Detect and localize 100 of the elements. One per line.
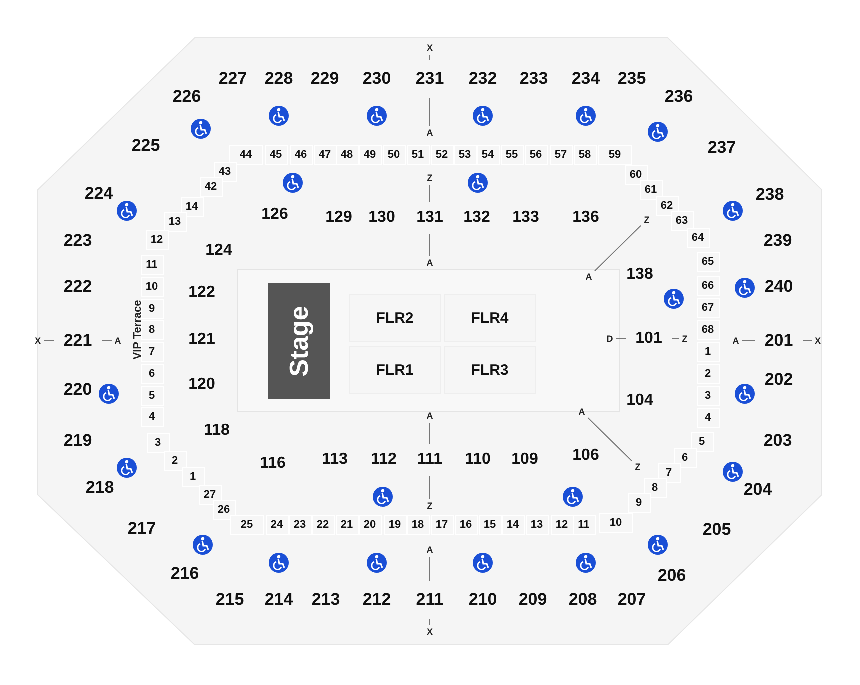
suite-box: 47 — [314, 145, 336, 165]
lower-section: 124 — [197, 236, 241, 266]
suite-box: 44 — [229, 145, 263, 165]
aisle-line — [594, 225, 642, 272]
suite-box: 59 — [598, 145, 632, 165]
lower-section: 130 — [360, 203, 404, 233]
suite-box: 19 — [384, 515, 406, 535]
lower-section: 138 — [618, 260, 662, 290]
upper-section: 226 — [164, 79, 210, 115]
lower-section: 112 — [362, 445, 406, 475]
suite-box: 53 — [454, 145, 476, 165]
aisle-line — [672, 338, 680, 340]
upper-section: 237 — [699, 130, 745, 166]
aisle-letter: Z — [425, 500, 435, 512]
upper-section: 225 — [123, 128, 169, 164]
upper-section: 218 — [77, 470, 123, 506]
upper-section: 209 — [510, 582, 556, 618]
upper-section: 235 — [609, 61, 655, 97]
floor-section: FLR4 — [444, 294, 536, 342]
aisle-letter: A — [425, 544, 435, 556]
suite-box: 56 — [524, 145, 548, 165]
suite-box: 7 — [140, 342, 164, 362]
upper-section: 208 — [560, 582, 606, 618]
lower-section: 109 — [503, 445, 547, 475]
aisle-letter: Z — [425, 172, 435, 184]
lower-section: 129 — [317, 203, 361, 233]
upper-section: 205 — [694, 512, 740, 548]
upper-section: 230 — [354, 61, 400, 97]
suite-box: 9 — [628, 493, 650, 513]
suite-box: 49 — [358, 145, 382, 165]
upper-section: 215 — [207, 582, 253, 618]
aisle-letter: X — [33, 335, 43, 347]
aisle-letter: A — [584, 271, 594, 283]
upper-section: 201 — [756, 323, 802, 359]
upper-section: 210 — [460, 582, 506, 618]
suite-box: 1 — [182, 467, 204, 487]
upper-section: 212 — [354, 582, 400, 618]
lower-section: 120 — [180, 370, 224, 400]
lower-section: 116 — [251, 449, 295, 479]
suite-box: 51 — [406, 145, 430, 165]
suite-box: 5 — [690, 432, 714, 452]
suite-box: 4 — [140, 407, 164, 427]
suite-box: 2 — [164, 451, 186, 471]
lower-section: 113 — [313, 445, 357, 475]
upper-section: 233 — [511, 61, 557, 97]
lower-section: 121 — [180, 325, 224, 355]
upper-section: 213 — [303, 582, 349, 618]
suite-box: 50 — [382, 145, 406, 165]
upper-section: 228 — [256, 61, 302, 97]
upper-section: 234 — [563, 61, 609, 97]
aisle-line — [44, 340, 54, 342]
suite-box: 2 — [696, 364, 720, 384]
aisle-letter: Z — [642, 214, 652, 226]
aisle-letter: X — [813, 335, 823, 347]
aisle-letter: A — [425, 127, 435, 139]
aisle-letter: Z — [633, 461, 643, 473]
suite-box: 26 — [212, 500, 236, 520]
upper-section: 221 — [55, 323, 101, 359]
suite-box: 4 — [696, 408, 720, 428]
upper-section: 203 — [755, 423, 801, 459]
floor-section: FLR3 — [444, 346, 536, 394]
suite-box: 67 — [696, 298, 720, 318]
suite-box: 10 — [599, 513, 633, 533]
aisle-line — [102, 340, 112, 342]
aisle-letter: A — [577, 406, 587, 418]
suite-box: 54 — [476, 145, 500, 165]
aisle-letter: A — [113, 335, 123, 347]
suite-box: 24 — [266, 515, 288, 535]
upper-section: 240 — [756, 269, 802, 305]
suite-box: 42 — [200, 177, 222, 197]
lower-section: 133 — [504, 203, 548, 233]
lower-section: 118 — [195, 416, 239, 446]
suite-box: 66 — [696, 276, 720, 296]
upper-section: 229 — [302, 61, 348, 97]
suite-box: 5 — [140, 386, 164, 406]
upper-section: 231 — [407, 61, 453, 97]
upper-section: 202 — [756, 362, 802, 398]
lower-section: 111 — [408, 445, 452, 475]
suite-box: 52 — [430, 145, 454, 165]
suite-box: 21 — [336, 515, 358, 535]
suite-box: 58 — [574, 145, 596, 165]
lower-section: 132 — [455, 203, 499, 233]
lower-section: 122 — [180, 278, 224, 308]
upper-section: 214 — [256, 582, 302, 618]
suite-box: 13 — [164, 212, 186, 232]
aisle-line — [588, 417, 632, 462]
aisle-letter: A — [425, 410, 435, 422]
aisle-letter: Z — [680, 333, 690, 345]
upper-section: 232 — [460, 61, 506, 97]
suite-box: 20 — [358, 515, 382, 535]
suite-box: 17 — [430, 515, 454, 535]
upper-section: 220 — [55, 372, 101, 408]
suite-box: 63 — [670, 211, 694, 231]
suite-box: 11 — [140, 255, 164, 275]
upper-section: 211 — [407, 582, 453, 618]
upper-section: 219 — [55, 423, 101, 459]
upper-section: 223 — [55, 223, 101, 259]
suite-box: 23 — [288, 515, 312, 535]
upper-section: 217 — [119, 511, 165, 547]
suite-box: 25 — [230, 515, 264, 535]
